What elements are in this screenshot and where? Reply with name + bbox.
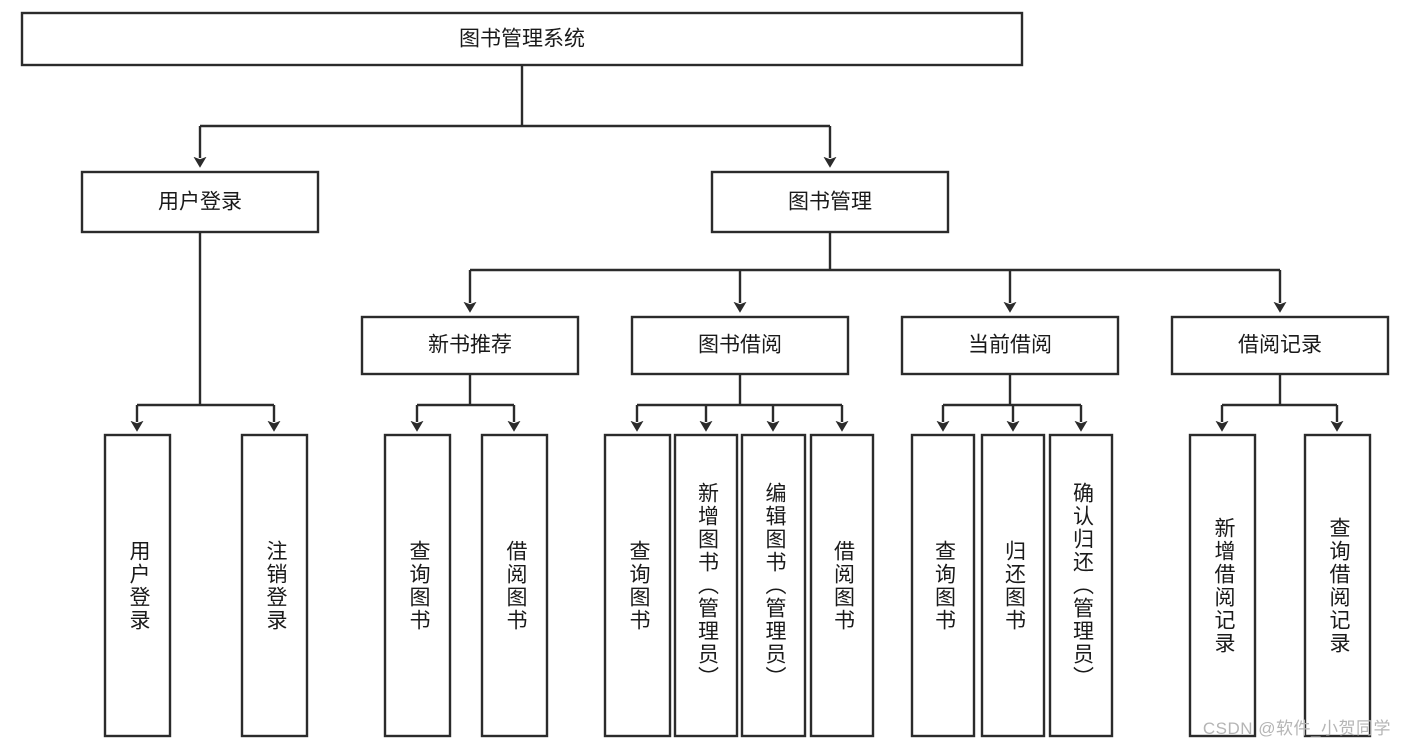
leaf-box-borrow-book[interactable] [809,433,875,738]
connector-group-book-management [463,232,1287,313]
connector-group-user-login [130,232,281,432]
node-new-book-recommend-label: 新书推荐 [428,334,512,357]
node-root-label: 图书管理系统 [459,28,585,51]
node-book-management-label: 图书管理 [788,191,872,214]
connector-group-new-book-recommend [410,374,521,432]
leaf-box-borrow-book-recommend[interactable] [480,433,549,738]
connector-group-current-borrow [936,374,1088,432]
node-book-management[interactable]: 图书管理 [710,170,950,234]
leaf-box-add-borrow-record[interactable] [1188,433,1257,738]
leaf-box-query-book-borrow[interactable] [603,433,672,738]
node-borrow-records-box[interactable] [1170,315,1390,376]
leaf-box-edit-book-admin[interactable] [740,433,807,738]
node-borrow-records[interactable]: 借阅记录 [1170,315,1390,376]
leaf-box-user-login[interactable] [103,433,172,738]
leaf-boxes [103,433,1372,738]
node-new-book-recommend[interactable]: 新书推荐 [360,315,580,376]
node-current-borrow[interactable]: 当前借阅 [900,315,1120,376]
node-book-management-box[interactable] [710,170,950,234]
node-book-borrow-box[interactable] [630,315,850,376]
leaf-box-query-book-current[interactable] [910,433,976,738]
connector-group-borrow-records [1215,374,1344,432]
node-book-borrow[interactable]: 图书借阅 [630,315,850,376]
leaf-box-user-logout[interactable] [240,433,309,738]
node-book-borrow-label: 图书借阅 [698,334,782,357]
node-new-book-recommend-box[interactable] [360,315,580,376]
node-root-box[interactable] [20,11,1024,67]
node-user-login-label: 用户登录 [158,191,242,214]
node-user-login[interactable]: 用户登录 [80,170,320,234]
leaf-box-return-book[interactable] [980,433,1046,738]
node-borrow-records-label: 借阅记录 [1238,334,1322,357]
node-current-borrow-box[interactable] [900,315,1120,376]
node-user-login-box[interactable] [80,170,320,234]
leaf-box-add-book-admin[interactable] [673,433,739,738]
leaf-box-confirm-return-admin[interactable] [1048,433,1114,738]
connector-group-book-borrow [630,374,849,432]
leaf-box-query-borrow-record[interactable] [1303,433,1372,738]
node-current-borrow-label: 当前借阅 [968,334,1052,357]
connector-group-root [193,65,837,168]
node-root[interactable]: 图书管理系统 [20,11,1024,67]
csdn-watermark: CSDN @软件_小贺同学 [1202,719,1391,738]
leaf-box-query-book-recommend[interactable] [383,433,452,738]
